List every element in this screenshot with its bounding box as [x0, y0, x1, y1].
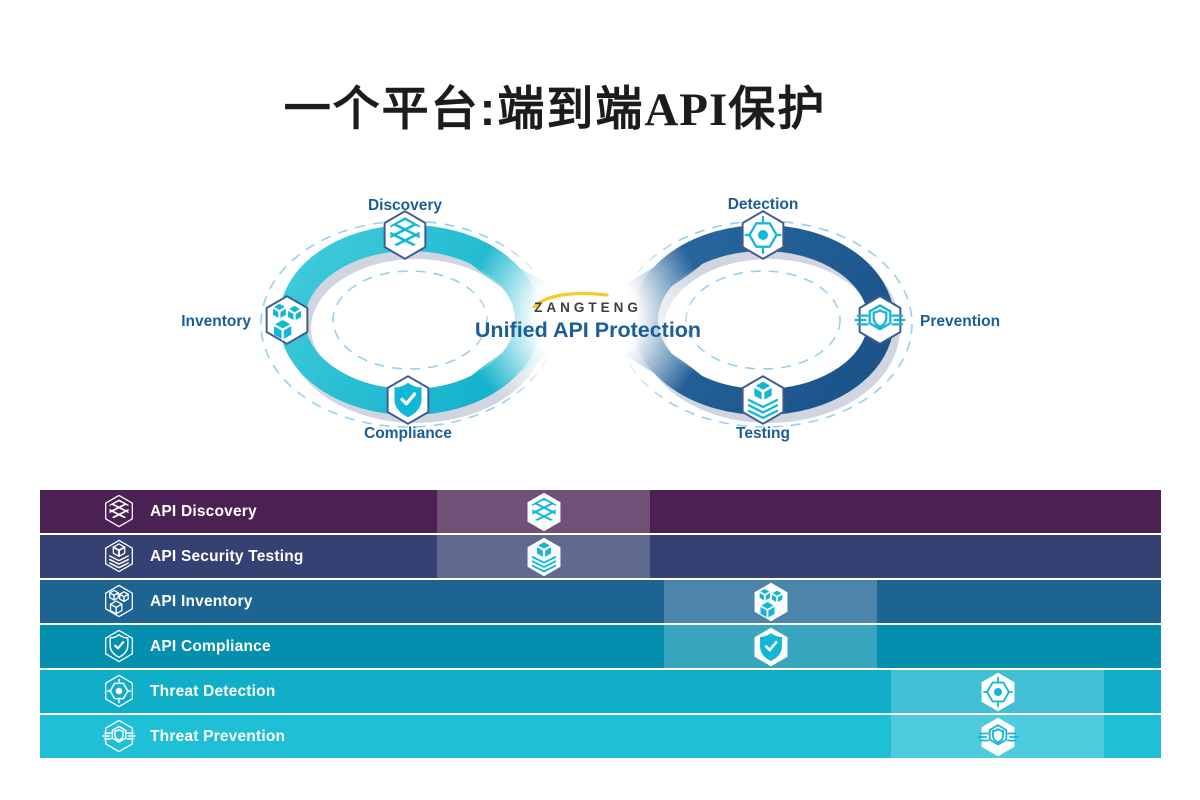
row-label: Threat Detection: [150, 682, 276, 700]
page-title: 一个平台:端到端API保护: [0, 70, 1200, 139]
node-label-prevention: Prevention: [920, 313, 1000, 330]
highlight-cell: [664, 580, 877, 623]
table-row-api-security-testing: API Security Testing: [40, 535, 1161, 578]
table-row-api-compliance: API Compliance: [40, 625, 1161, 668]
page-title-api: API: [644, 84, 729, 136]
row-label: API Discovery: [150, 502, 257, 520]
target-hexagon-icon: [102, 674, 136, 708]
layers-cube-hexagon-icon: [102, 539, 136, 573]
row-label: API Inventory: [150, 592, 253, 610]
page-title-prefix: 一个平台:端到端: [283, 82, 645, 135]
brand-swoosh-icon: [532, 291, 609, 309]
dashed-arc-inner-right: [685, 270, 841, 370]
mesh-hexagon-icon: [523, 491, 565, 533]
node-label-discovery: Discovery: [368, 197, 442, 214]
row-label: API Security Testing: [150, 547, 304, 565]
row-label: API Compliance: [150, 637, 271, 655]
highlight-cell: [437, 535, 650, 578]
shield-speed-hexagon-icon: [102, 719, 136, 753]
shield-check-hexagon-icon: [388, 376, 429, 424]
capability-table: API Discovery API Security Testing API I…: [40, 490, 1161, 758]
table-row-api-inventory: API Inventory: [40, 580, 1161, 623]
node-label-detection: Detection: [728, 196, 799, 213]
center-caption: Unified API Protection: [475, 318, 701, 342]
layers-cube-hexagon-icon: [743, 376, 784, 424]
shield-check-hexagon-icon: [750, 626, 792, 668]
node-label-inventory: Inventory: [181, 313, 251, 330]
table-row-api-discovery: API Discovery: [40, 490, 1161, 533]
highlight-cell: [437, 490, 650, 533]
shield-speed-hexagon-icon: [977, 716, 1019, 758]
mesh-hexagon-icon: [102, 494, 136, 528]
shield-check-hexagon-icon: [102, 629, 136, 663]
target-hexagon-icon: [977, 671, 1019, 713]
cubes-hexagon-icon: [750, 581, 792, 623]
cubes-hexagon-icon: [267, 296, 308, 344]
table-row-threat-detection: Threat Detection: [40, 670, 1161, 713]
row-label: Threat Prevention: [150, 727, 286, 745]
page-title-suffix: 保护: [728, 82, 827, 135]
dashed-arc-inner-left: [332, 270, 488, 370]
highlight-cell: [891, 715, 1104, 758]
highlight-cell: [891, 670, 1104, 713]
brand-name: ZANGTENG: [534, 300, 642, 315]
highlight-cell: [664, 625, 877, 668]
center-fade: [466, 198, 706, 438]
node-label-testing: Testing: [736, 425, 790, 442]
table-row-threat-prevention: Threat Prevention: [40, 715, 1161, 758]
cubes-hexagon-icon: [102, 584, 136, 618]
target-hexagon-icon: [743, 211, 784, 259]
layers-cube-hexagon-icon: [523, 536, 565, 578]
infinity-loop-diagram: ZANGTENG Unified API Protection Discover…: [181, 196, 1000, 442]
dashed-arc-outer-right: [617, 220, 913, 428]
node-label-compliance: Compliance: [364, 425, 452, 442]
